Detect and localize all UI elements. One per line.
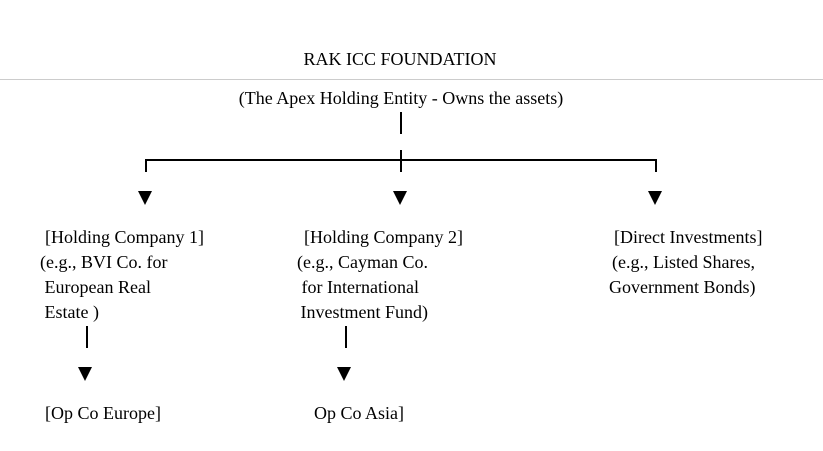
connector-horizontal [145, 159, 657, 161]
node-detail-line: (e.g., BVI Co. for [40, 252, 168, 272]
node-detail-line: Government Bonds) [609, 277, 756, 297]
diagram-subtitle: (The Apex Holding Entity - Owns the asse… [238, 88, 564, 108]
node-op-co-asia: Op Co Asia] [314, 403, 404, 423]
arrow-down-icon [648, 191, 662, 205]
arrow-down-icon [393, 191, 407, 205]
arrow-down-icon [337, 367, 351, 381]
node-detail-line: Estate ) [40, 302, 99, 322]
node-title: [Holding Company 1] [45, 227, 204, 247]
arrow-down-icon [78, 367, 92, 381]
connector-drop-3 [655, 159, 657, 172]
node-detail-line: for International [297, 277, 419, 297]
node-title: [Direct Investments] [614, 227, 763, 247]
connector-branch-2 [345, 326, 347, 348]
node-detail-line: (e.g., Cayman Co. [297, 252, 428, 272]
node-detail-line: European Real [40, 277, 151, 297]
connector-branch-1 [86, 326, 88, 348]
divider [0, 79, 823, 80]
node-detail-line: (e.g., Listed Shares, [612, 252, 755, 272]
node-detail-line: Investment Fund) [296, 302, 429, 322]
node-title: [Holding Company 2] [304, 227, 463, 247]
node-op-co-europe: [Op Co Europe] [45, 403, 161, 423]
diagram-title: RAK ICC FOUNDATION [303, 49, 497, 69]
arrow-down-icon [138, 191, 152, 205]
connector-drop-1 [145, 159, 147, 172]
connector-apex-bottom [400, 150, 402, 172]
connector-apex-top [400, 112, 402, 134]
